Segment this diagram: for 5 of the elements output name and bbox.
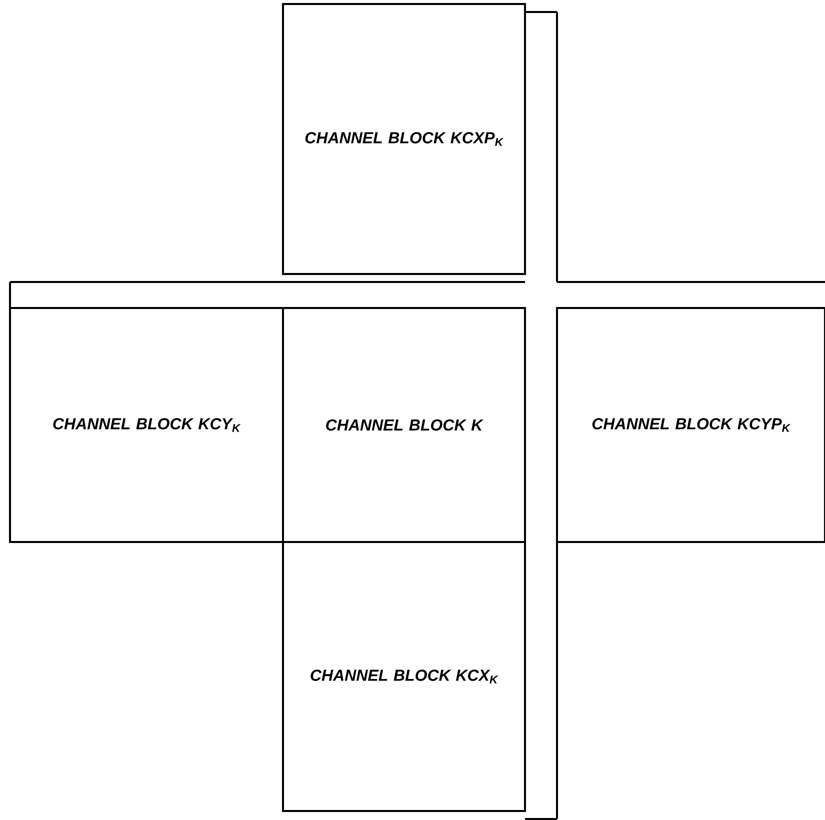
channel-block: CHANNEL BLOCK KCX$_{K}$ — [282, 541, 526, 812]
channel-block: CHANNEL BLOCK K — [282, 307, 526, 543]
channel-block: CHANNEL BLOCK KCYP$_{K}$ — [556, 307, 825, 543]
channel-block: CHANNEL BLOCK KCY$_{K}$ — [9, 307, 284, 543]
channel-block: CHANNEL BLOCK KCXP$_{K}$ — [282, 3, 526, 275]
